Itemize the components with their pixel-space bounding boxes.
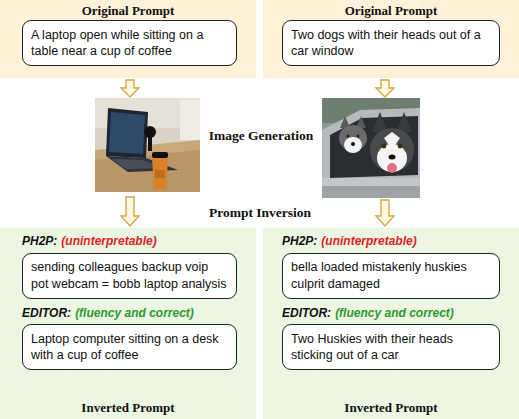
method-header: PH2P: (uninterpretable) — [282, 234, 500, 250]
prompt-text: bella loaded mistakenly huskies culprit … — [291, 259, 491, 292]
method-verdict: (uninterpretable) — [61, 234, 156, 248]
prompt-box: Two dogs with their heads out of a car w… — [282, 20, 500, 66]
prompt-text: Laptop computer sitting on a desk with a… — [31, 331, 228, 364]
method-name: PH2P: — [22, 234, 57, 248]
stage-label: Prompt Inversion — [160, 205, 360, 221]
prompt-text: sending colleagues backup voip pot webca… — [31, 259, 228, 292]
method-box: EDITOR: (fluency and correct) Laptop compu… — [22, 306, 237, 371]
prompt-box: Two Huskies with their heads sticking ou… — [282, 324, 500, 370]
panel-title: Inverted Prompt — [263, 400, 519, 416]
method-name: EDITOR: — [22, 306, 71, 320]
dogs-photo — [322, 98, 420, 198]
method-header: EDITOR: (fluency and correct) — [282, 306, 500, 322]
prompt-text: Two Huskies with their heads sticking ou… — [291, 331, 491, 364]
group-panel: Inverted Prompt PH2P: (uninterpretable) sen… — [0, 228, 256, 419]
panel-title: Original Prompt — [263, 3, 519, 19]
group-panel: Inverted Prompt PH2P: (uninterpretable) bel… — [263, 228, 519, 419]
laptop-photo — [95, 98, 200, 192]
prompt-box: bella loaded mistakenly huskies culprit … — [282, 253, 500, 299]
method-box: EDITOR: (fluency and correct) Two Huskies … — [282, 306, 500, 371]
group-panel: Original PromptTwo dogs with their heads… — [263, 0, 519, 78]
prompt-box: sending colleagues backup voip pot webca… — [22, 253, 237, 299]
down-arrow — [121, 80, 139, 97]
method-box: PH2P: (uninterpretable) sending colleagues… — [22, 234, 237, 299]
method-box: PH2P: (uninterpretable) bella loaded mista… — [282, 234, 500, 299]
method-verdict: (fluency and correct) — [75, 306, 194, 320]
stage-label: Image Generation — [198, 128, 324, 144]
method-verdict: (uninterpretable) — [321, 234, 416, 248]
method-name: EDITOR: — [282, 306, 331, 320]
method-header: EDITOR: (fluency and correct) — [22, 306, 237, 322]
flow-arrows — [121, 80, 394, 226]
down-arrow — [376, 200, 394, 226]
prompt-box: A laptop open while sitting on a table n… — [22, 20, 237, 66]
prompt-box: Laptop computer sitting on a desk with a… — [22, 324, 237, 370]
down-arrow — [376, 80, 394, 97]
prompt-text: Two dogs with their heads out of a car w… — [291, 27, 491, 60]
prompt-text: A laptop open while sitting on a table n… — [31, 27, 228, 60]
panel-title: Inverted Prompt — [0, 400, 256, 416]
method-name: PH2P: — [282, 234, 317, 248]
method-verdict: (fluency and correct) — [335, 306, 454, 320]
down-arrow — [121, 197, 139, 226]
panel-title: Original Prompt — [0, 3, 256, 19]
group-panel: Original Prompt A laptop open while sitti… — [0, 0, 256, 78]
method-header: PH2P: (uninterpretable) — [22, 234, 237, 250]
